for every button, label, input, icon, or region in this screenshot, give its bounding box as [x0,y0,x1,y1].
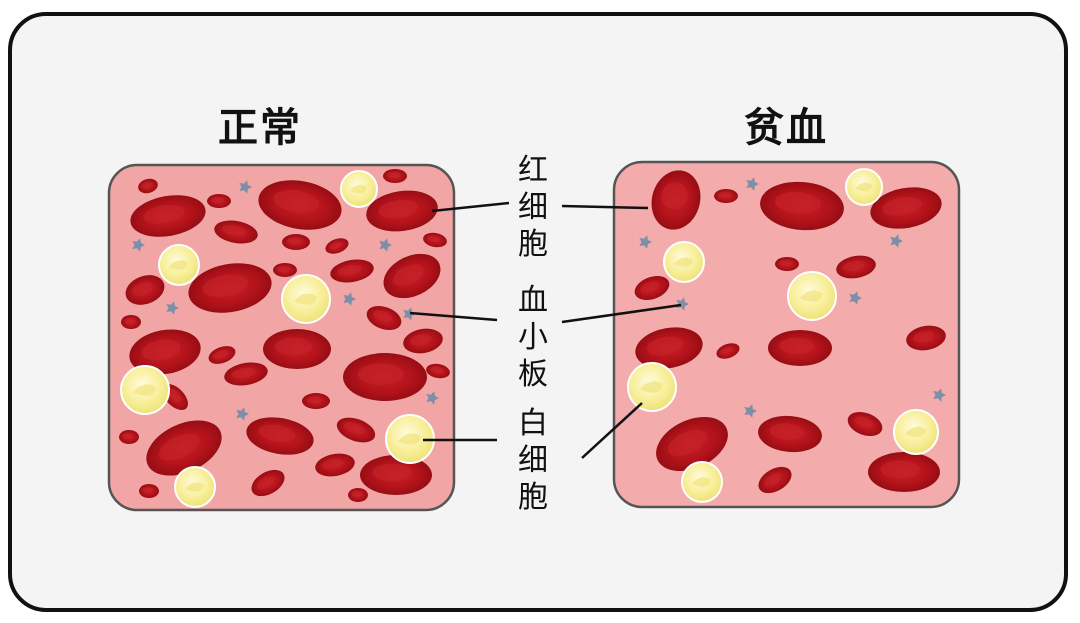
red-blood-cell-icon [119,430,139,444]
platelet-icon [849,291,862,305]
red-blood-cell-icon [125,275,165,305]
anemia-cells-group [627,168,946,503]
red-blood-cell-icon [868,452,940,492]
rbc-char-1: 红 [518,153,548,188]
red-blood-cell-icon [138,178,158,194]
red-blood-cell-icon [366,190,438,232]
red-blood-cell-icon [426,363,450,379]
platelet-icon [166,301,179,315]
wbc-pointer-right [581,402,643,459]
wbc-char-1: 白 [518,406,548,441]
red-blood-cell-icon [758,415,822,453]
red-blood-cell-icon [714,189,738,203]
platelet-icon [933,388,946,402]
red-blood-cell-icon [847,411,883,437]
red-blood-cell-icon [336,417,376,443]
platelet-icon [403,307,416,321]
platelet-icon [236,407,249,421]
white-blood-cell-icon [663,241,705,283]
red-blood-cell-icon [302,393,330,409]
wbc-char-2: 细 [518,443,548,478]
red-blood-cell-icon [188,263,272,313]
red-blood-cell-icon [214,220,258,244]
white-blood-cell-icon [787,271,837,321]
wbc-char-3: 胞 [518,480,548,515]
white-blood-cell-icon [174,466,216,508]
red-blood-cell-icon [330,259,374,283]
platelet-char-2: 小 [518,320,548,355]
red-blood-cell-icon [635,327,703,369]
red-blood-cell-icon [758,466,792,494]
white-blood-cell-icon [681,461,723,503]
red-blood-cell-icon [348,488,368,502]
red-blood-cell-icon [760,181,844,231]
red-blood-cell-icon [258,180,342,230]
anemia-panel-title: 贫血 [744,105,828,151]
red-blood-cell-icon [906,325,946,351]
platelet-icon [379,238,392,252]
platelet-pointer-right [561,303,682,324]
platelet-char-1: 血 [518,283,548,318]
red-blood-cell-icon [224,362,268,386]
platelet-icon [890,234,903,248]
rbc-pointer-left [431,201,510,213]
red-blood-cell-icon [656,416,728,472]
white-blood-cell-icon [281,274,331,324]
white-blood-cell-icon [385,414,435,464]
rbc-pointer-right [561,204,649,210]
red-blood-cell-icon [282,234,310,250]
red-blood-cell-icon [634,275,670,301]
red-blood-cell-icon [139,484,159,498]
red-blood-cell-icon [366,305,402,331]
red-blood-cell-icon [836,255,876,279]
red-blood-cell-icon [651,170,701,230]
normal-panel-title: 正常 [218,105,302,151]
red-blood-cell-icon [716,343,740,359]
platelet-icon [132,238,145,252]
red-blood-cell-icon [343,353,427,401]
platelet-icon [426,391,439,405]
platelet-pointer-left [409,311,498,322]
platelet-char-3: 板 [518,357,548,392]
white-blood-cell-label: 白 细 胞 [513,405,553,516]
red-blood-cell-icon [768,330,832,366]
red-blood-cell-icon [246,417,314,455]
platelet-icon [744,404,757,418]
rbc-char-3: 胞 [518,227,548,262]
red-blood-cell-icon [263,329,331,369]
red-blood-cell-icon [121,315,141,329]
red-blood-cell-icon [360,455,432,495]
platelet-icon [746,177,759,191]
red-blood-cell-icon [273,263,297,277]
red-blood-cell-icon [325,238,349,254]
platelet-icon [343,292,356,306]
red-blood-cell-label: 红 细 胞 [513,152,553,263]
red-blood-cell-icon [315,453,355,477]
white-blood-cell-icon [340,170,378,208]
red-blood-cell-icon [208,346,236,364]
red-blood-cell-icon [130,195,206,237]
rbc-char-2: 细 [518,190,548,225]
red-blood-cell-icon [129,329,201,375]
red-blood-cell-icon [383,169,407,183]
red-blood-cell-icon [423,232,447,248]
white-blood-cell-icon [627,362,677,412]
platelet-label: 血 小 板 [513,282,553,393]
red-blood-cell-icon [870,187,942,229]
white-blood-cell-icon [845,168,883,206]
red-blood-cell-icon [403,328,443,354]
red-blood-cell-icon [383,253,441,299]
red-blood-cell-icon [251,469,285,497]
red-blood-cell-icon [207,194,231,208]
platelet-icon [676,297,689,311]
normal-cells-group [119,169,450,508]
red-blood-cell-icon [775,257,799,271]
white-blood-cell-icon [158,244,200,286]
white-blood-cell-icon [120,365,170,415]
white-blood-cell-icon [893,409,939,455]
red-blood-cell-icon [146,420,222,476]
platelet-icon [639,235,652,249]
platelet-icon [239,180,252,194]
